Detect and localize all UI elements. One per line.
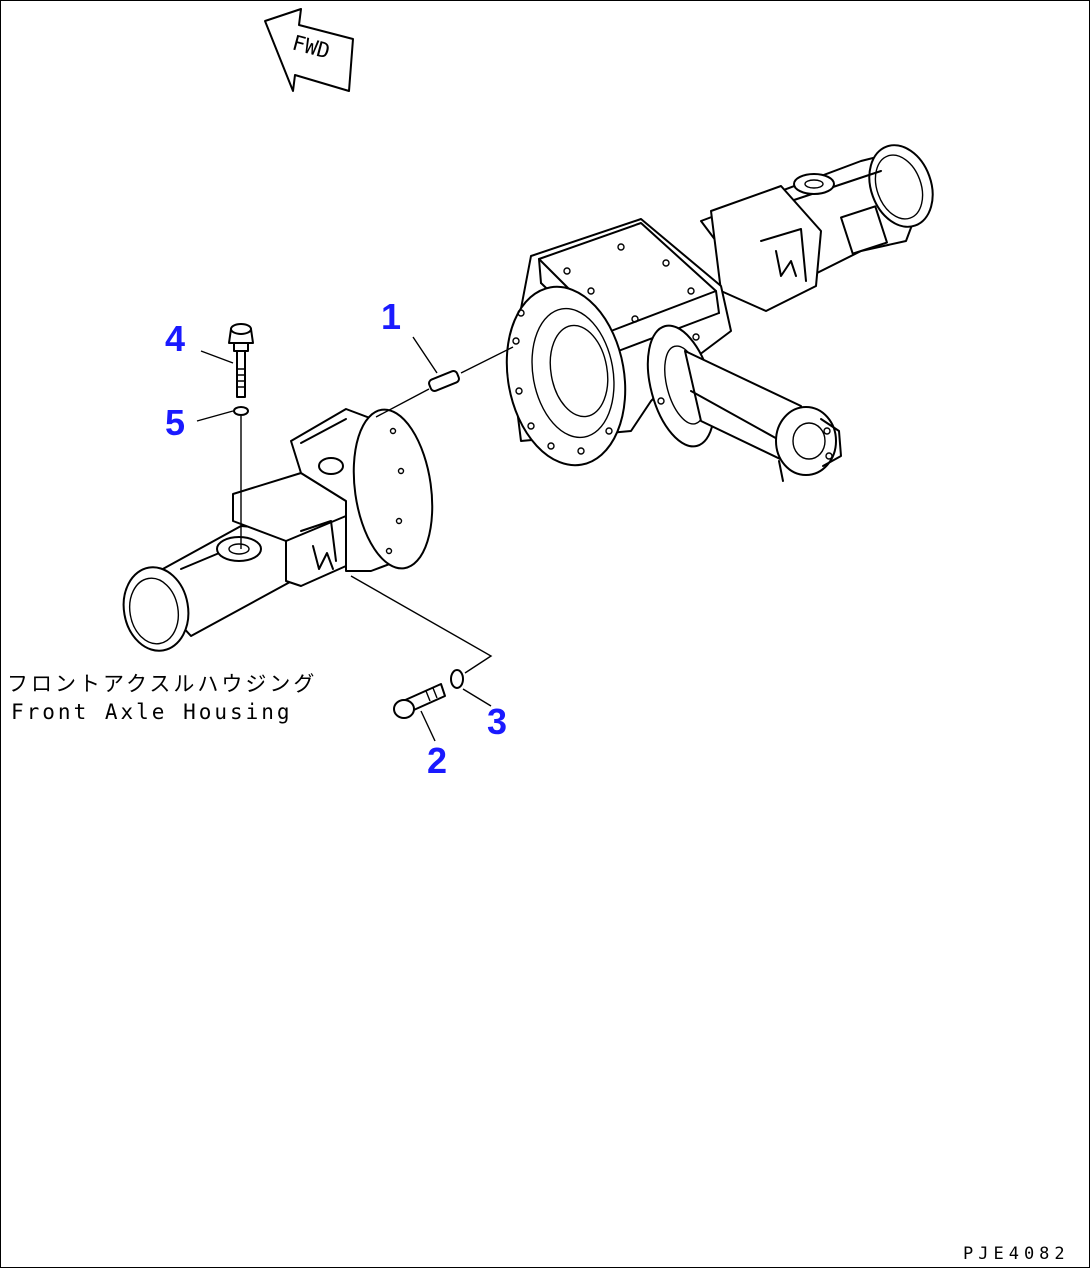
drawing-code: PJE4082: [963, 1244, 1070, 1264]
part-name-label: フロントアクスルハウジング Front Axle Housing: [7, 672, 317, 724]
bolt-part-4: [228, 323, 254, 398]
fwd-arrow-icon: FWD: [264, 8, 354, 92]
bolt-part-2: [393, 683, 446, 719]
callout-5: 5: [165, 402, 185, 443]
callout-3: 3: [487, 701, 507, 742]
part-label-english: Front Axle Housing: [11, 700, 293, 724]
assembly-lines: [196, 336, 514, 742]
washer-part-3: [450, 669, 464, 689]
dowel-pin-part-1: [428, 370, 460, 392]
front-axle-housing: [122, 408, 434, 652]
callout-2: 2: [427, 740, 447, 781]
callout-numbers: 1 2 3 4 5: [165, 296, 507, 781]
callout-1: 1: [381, 296, 401, 337]
part-label-japanese: フロントアクスルハウジング: [7, 672, 317, 696]
callout-4: 4: [165, 318, 185, 359]
center-housing-assembly: [505, 144, 934, 482]
washer-part-5: [233, 406, 249, 416]
